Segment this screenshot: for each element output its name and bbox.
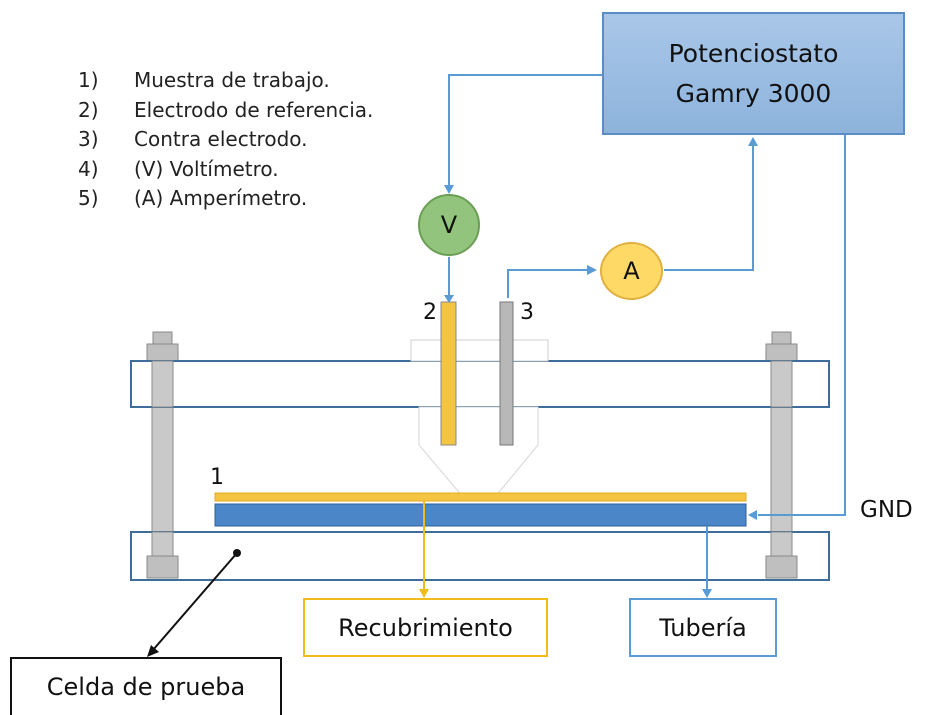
sample-label: 1 bbox=[210, 465, 224, 490]
wire-arrowheads bbox=[444, 137, 758, 598]
legend-number: 4) bbox=[78, 156, 99, 181]
legend-text: Contra electrodo. bbox=[134, 127, 308, 151]
potentiostat-box: Potenciostato Gamry 3000 bbox=[602, 12, 905, 135]
potentiostat-name: Potenciostato bbox=[668, 38, 839, 68]
legend-text: (V) Voltímetro. bbox=[134, 156, 279, 181]
cell-leader bbox=[147, 549, 241, 657]
legend-number: 2) bbox=[78, 97, 99, 122]
legend-text: Muestra de trabajo. bbox=[134, 68, 330, 92]
wiring bbox=[448, 74, 846, 590]
top-plate bbox=[130, 360, 830, 408]
legend-number: 3) bbox=[78, 127, 99, 151]
counter-electrode-label: 3 bbox=[520, 300, 534, 325]
bottom-plate bbox=[130, 531, 830, 581]
legend-number: 1) bbox=[78, 68, 99, 92]
legend-item: 4) (V) Voltímetro. bbox=[78, 155, 373, 185]
legend-item: 2) Electrodo de referencia. bbox=[78, 96, 373, 126]
voltmeter-symbol: V bbox=[418, 194, 480, 256]
ammeter-symbol: A bbox=[600, 242, 663, 300]
pipe-sample bbox=[214, 503, 747, 527]
cell-cone bbox=[418, 406, 539, 498]
pipe-label-box: Tubería bbox=[629, 598, 777, 657]
coating-leader bbox=[419, 501, 429, 598]
legend-item: 1) Muestra de trabajo. bbox=[78, 66, 373, 96]
reference-electrode-label: 2 bbox=[423, 300, 437, 325]
potentiostat-model: Gamry 3000 bbox=[675, 78, 832, 108]
legend-list: 1) Muestra de trabajo. 2) Electrodo de ref… bbox=[78, 66, 373, 214]
test-cell-label-box: Celda de prueba bbox=[10, 657, 282, 715]
legend-text: (A) Amperímetro. bbox=[134, 186, 308, 210]
ground-label: GND bbox=[860, 497, 913, 523]
coating-layer bbox=[214, 492, 747, 502]
cell-holder bbox=[410, 339, 549, 362]
legend-item: 3) Contra electrodo. bbox=[78, 125, 373, 155]
coating-label-box: Recubrimiento bbox=[303, 598, 548, 657]
counter-electrode bbox=[499, 301, 514, 446]
legend-text: Electrodo de referencia. bbox=[134, 97, 374, 122]
reference-electrode bbox=[440, 301, 457, 446]
legend-item: 5) (A) Amperímetro. bbox=[78, 184, 373, 214]
legend-number: 5) bbox=[78, 186, 99, 210]
